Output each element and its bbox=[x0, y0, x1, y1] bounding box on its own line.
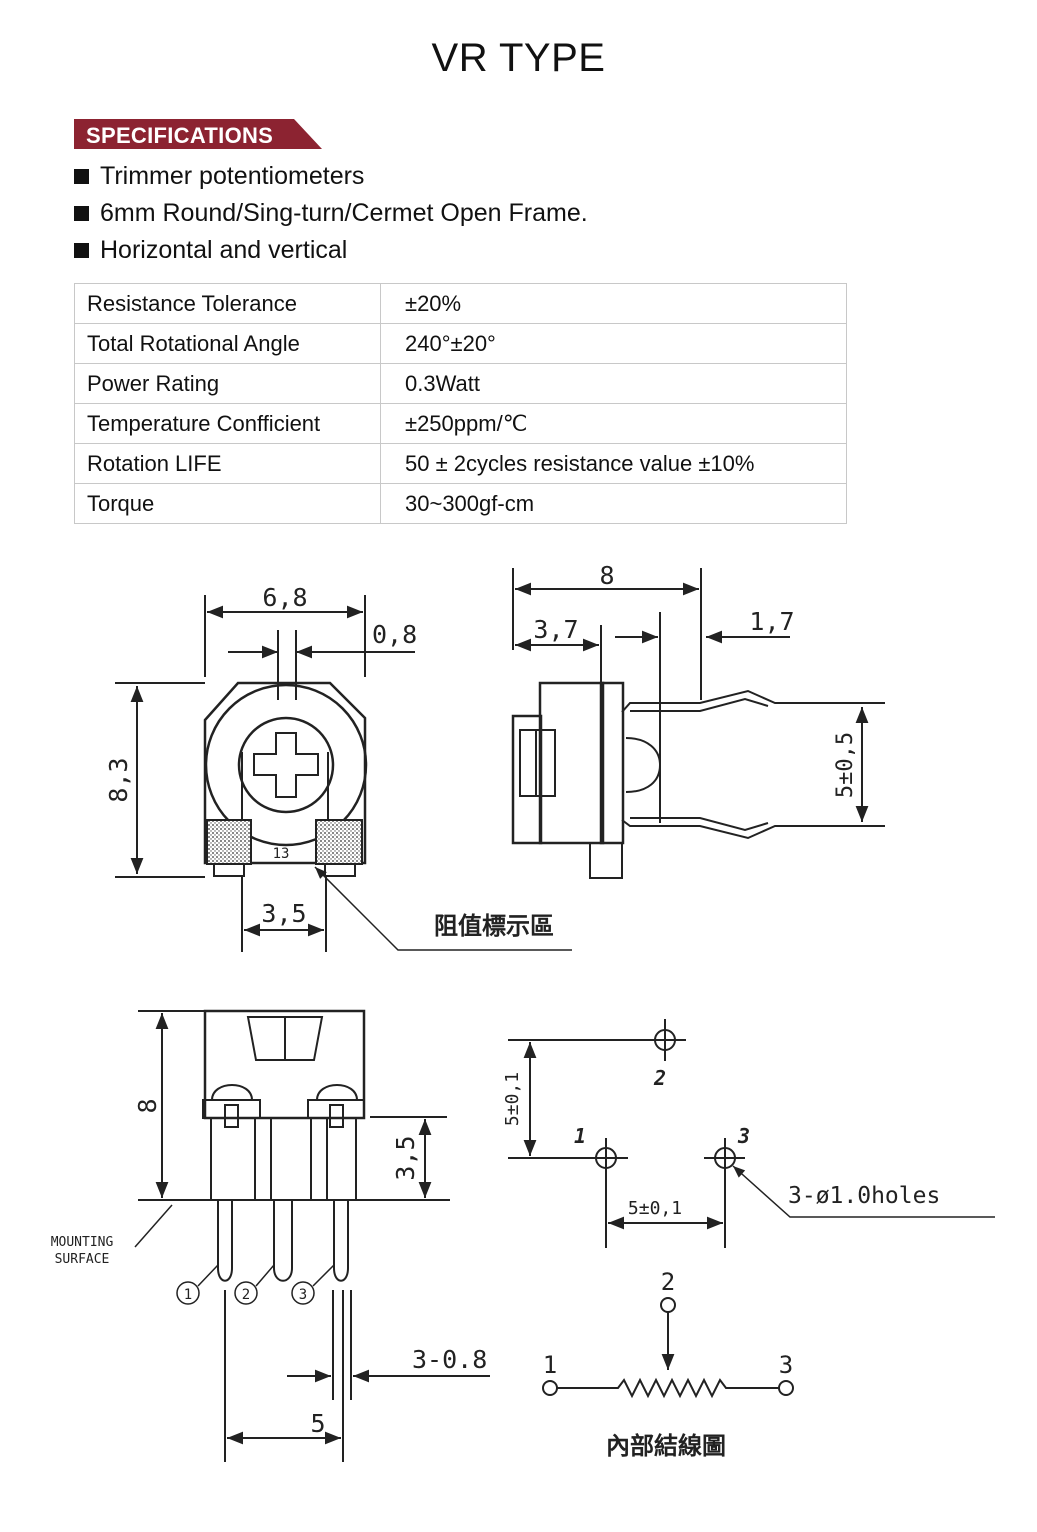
slot-width-label: 0,8 bbox=[372, 620, 417, 649]
side-offset-left-label: 3,7 bbox=[533, 615, 578, 644]
square-bullet-icon bbox=[74, 169, 89, 184]
schematic-1-label: 1 bbox=[543, 1351, 557, 1379]
hole-1-label: 1 bbox=[574, 1124, 586, 1148]
table-row: Resistance Tolerance±20% bbox=[74, 283, 847, 324]
schematic-2-label: 2 bbox=[661, 1268, 675, 1296]
side-view bbox=[511, 568, 885, 879]
feature-item: Trimmer potentiometers bbox=[74, 158, 588, 195]
spec-key: Rotation LIFE bbox=[74, 443, 381, 484]
schematic-note-label: 內部結線圖 bbox=[606, 1431, 726, 1460]
side-width-label: 8 bbox=[599, 561, 614, 590]
pin-length-label: 3,5 bbox=[391, 1135, 420, 1180]
spec-table: Resistance Tolerance±20% Total Rotationa… bbox=[74, 283, 847, 524]
square-bullet-icon bbox=[74, 243, 89, 258]
page-title: VR TYPE bbox=[431, 36, 606, 80]
spec-value: ±250ppm/℃ bbox=[380, 403, 847, 444]
bottom-view bbox=[134, 1009, 490, 1462]
banner-label: SPECIFICATIONS bbox=[86, 123, 274, 148]
feature-item: Horizontal and vertical bbox=[74, 232, 588, 269]
banner-background bbox=[74, 119, 322, 149]
marking-note-label: 阻值標示區 bbox=[434, 911, 554, 940]
hole-3-label: 3 bbox=[737, 1124, 750, 1148]
front-width-label: 6,8 bbox=[262, 583, 307, 612]
lead-spacing-label: 5±0,5 bbox=[833, 732, 858, 798]
spec-value: ±20% bbox=[380, 283, 847, 324]
spec-key: Resistance Tolerance bbox=[74, 283, 381, 324]
feature-list: Trimmer potentiometers 6mm Round/Sing-tu… bbox=[74, 158, 588, 269]
pin-3-label: 3 bbox=[299, 1287, 307, 1303]
spec-key: Torque bbox=[74, 483, 381, 524]
hole-v-spacing-label: 5±0,1 bbox=[502, 1072, 523, 1126]
pin-1-label: 1 bbox=[184, 1287, 192, 1303]
schematic bbox=[542, 1297, 794, 1399]
feature-item: 6mm Round/Sing-turn/Cermet Open Frame. bbox=[74, 195, 588, 232]
hole-h-spacing-label: 5±0,1 bbox=[628, 1198, 682, 1219]
bottom-height-label: 8 bbox=[133, 1098, 162, 1113]
spec-key: Temperature Confficient bbox=[74, 403, 381, 444]
spec-key: Power Rating bbox=[74, 363, 381, 404]
schematic-3-label: 3 bbox=[779, 1351, 793, 1379]
side-offset-right-label: 1,7 bbox=[749, 607, 794, 636]
pin-width-label: 3-0.8 bbox=[412, 1345, 487, 1374]
spec-value: 50 ± 2cycles resistance value ±10% bbox=[380, 443, 847, 484]
hole-layout bbox=[508, 1019, 995, 1248]
pin-2-label: 2 bbox=[242, 1287, 250, 1303]
specifications-banner: SPECIFICATIONS bbox=[74, 119, 322, 149]
table-row: Temperature Confficient±250ppm/℃ bbox=[74, 403, 847, 444]
holes-note-label: 3-ø1.0holes bbox=[788, 1183, 940, 1209]
marking-code-label: 13 bbox=[273, 846, 290, 862]
hole-2-label: 2 bbox=[653, 1066, 666, 1090]
square-bullet-icon bbox=[74, 206, 89, 221]
spec-value: 30~300gf-cm bbox=[380, 483, 847, 524]
front-height-label: 8,3 bbox=[104, 757, 133, 802]
front-pitch-label: 3,5 bbox=[261, 899, 306, 928]
spec-key: Total Rotational Angle bbox=[74, 323, 381, 364]
bottom-pitch-label: 5 bbox=[310, 1409, 325, 1438]
front-view bbox=[115, 595, 572, 952]
